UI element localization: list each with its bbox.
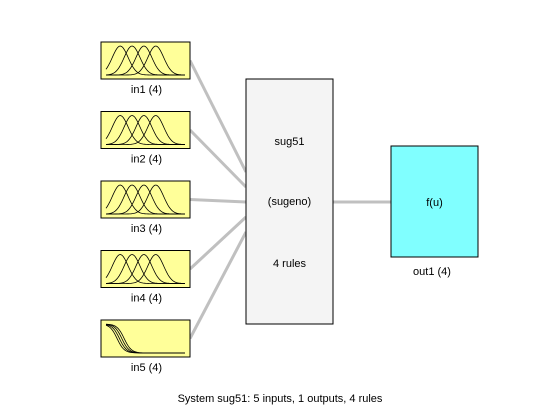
input-4[interactable]: in4 (4) [100,250,191,305]
output-box[interactable] [390,145,479,258]
input-box[interactable] [100,111,191,149]
system-name: sug51 [275,136,305,148]
connector-input-5 [188,231,248,340]
membership-curve [106,184,186,215]
connector-input-1 [188,59,248,173]
connector-input-2 [188,128,248,189]
membership-curve [106,115,186,145]
system-type: (sugeno) [268,196,311,208]
input-label: in2 (4) [131,154,162,166]
system-summary: System sug51: 5 inputs, 1 outputs, 4 rul… [177,393,383,405]
input-box[interactable] [100,180,191,219]
connectors [188,59,391,340]
system-box[interactable] [245,78,334,325]
input-box[interactable] [100,250,191,288]
system-rules: 4 rules [273,258,307,270]
input-label: in4 (4) [131,293,162,305]
output-function: f(u) [426,197,443,209]
input-3[interactable]: in3 (4) [100,180,191,235]
input-box[interactable] [100,319,191,358]
input-5[interactable]: in5 (4) [100,319,191,374]
membership-curve [105,323,185,354]
inputs: in1 (4) in2 (4) in3 (4) in4 (4) in5 (4) [100,41,191,374]
connector-input-3 [189,198,247,204]
input-label: in5 (4) [131,362,162,374]
output-label: out1 (4) [413,266,451,278]
input-1[interactable]: in1 (4) [100,41,191,96]
connector-input-4 [188,215,248,271]
input-label: in1 (4) [131,84,162,96]
membership-curve [106,254,186,284]
input-2[interactable]: in2 (4) [100,111,191,166]
membership-curve [106,45,186,76]
input-box[interactable] [100,41,191,80]
input-label: in3 (4) [131,223,162,235]
